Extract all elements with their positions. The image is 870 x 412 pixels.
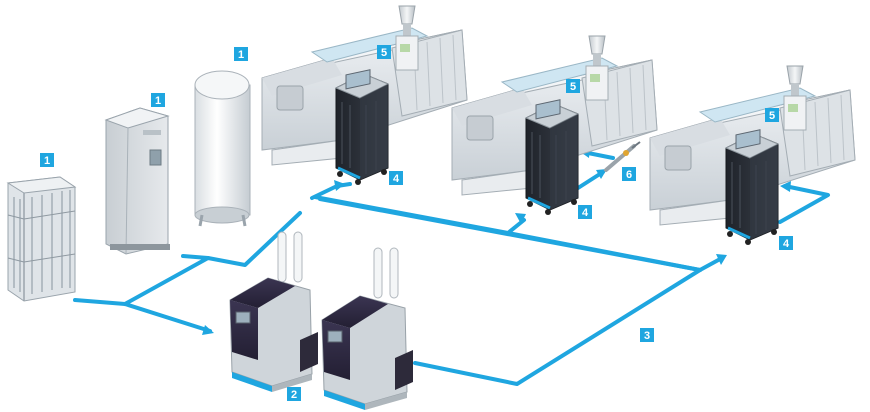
pipe-supply-main bbox=[73, 298, 212, 333]
svg-text:3: 3 bbox=[644, 330, 650, 342]
badge-gas-generator-cabinet: 1 bbox=[151, 93, 165, 107]
control-panel-icon bbox=[149, 149, 162, 166]
svg-text:1: 1 bbox=[238, 49, 244, 61]
booster-screen-icon bbox=[327, 330, 343, 343]
pipe-supply-branch bbox=[123, 211, 302, 306]
badge-dosing-unit-left: 4 bbox=[389, 171, 403, 185]
badge-distribution-line: 3 bbox=[640, 328, 654, 342]
gas-generator-cabinet bbox=[104, 107, 170, 255]
booster-unit-right bbox=[321, 247, 413, 410]
dosing-unit-middle bbox=[524, 99, 580, 215]
arrow-head-right-return bbox=[780, 181, 791, 192]
injector-nozzle bbox=[604, 141, 641, 172]
badge-dosing-unit-right: 4 bbox=[779, 236, 793, 250]
svg-text:1: 1 bbox=[155, 95, 161, 107]
svg-text:4: 4 bbox=[393, 173, 400, 185]
arrow-head-booster bbox=[202, 325, 214, 335]
svg-text:2: 2 bbox=[291, 389, 297, 401]
svg-text:4: 4 bbox=[582, 207, 589, 219]
svg-text:5: 5 bbox=[570, 81, 576, 93]
badge-dosing-unit-middle: 4 bbox=[578, 205, 592, 219]
badge-gas-storage-tank: 1 bbox=[234, 47, 248, 61]
arrow-head-middle-unit bbox=[515, 213, 526, 224]
pipe-upper-loop-2 bbox=[318, 197, 702, 272]
dosing-unit-right bbox=[724, 129, 780, 245]
hopper-icon bbox=[398, 5, 416, 25]
hopper-icon bbox=[786, 65, 804, 85]
badge-booster-units: 2 bbox=[287, 387, 301, 401]
touchscreen-icon bbox=[345, 69, 371, 90]
arrow-head-right-unit bbox=[716, 254, 727, 265]
arrow-head-left-unit bbox=[334, 180, 345, 191]
badge-machine-middle: 5 bbox=[566, 79, 580, 93]
touchscreen-icon bbox=[535, 99, 561, 120]
svg-text:1: 1 bbox=[44, 155, 50, 167]
svg-text:5: 5 bbox=[769, 110, 775, 122]
touchscreen-icon bbox=[735, 129, 761, 150]
arrow-head-injector-a bbox=[596, 169, 607, 179]
distribution-pipes bbox=[73, 147, 830, 386]
booster-screen-icon bbox=[235, 311, 251, 324]
hopper-icon bbox=[588, 35, 606, 55]
pipe-right-return bbox=[778, 184, 830, 224]
gas-storage-tank bbox=[194, 70, 251, 227]
dosing-unit-left bbox=[334, 69, 390, 185]
svg-text:6: 6 bbox=[626, 169, 632, 181]
badge-injector-nozzle: 6 bbox=[622, 167, 636, 181]
badge-machine-left: 5 bbox=[377, 45, 391, 59]
badge-gas-cylinder-bundle: 1 bbox=[40, 153, 54, 167]
badge-machine-right: 5 bbox=[765, 108, 779, 122]
svg-text:5: 5 bbox=[381, 47, 387, 59]
pipe-generator-branch bbox=[181, 254, 210, 260]
booster-unit-left bbox=[229, 231, 318, 392]
gas-cylinder-bundle bbox=[6, 176, 77, 302]
pipe-distribution-main bbox=[413, 256, 724, 386]
svg-text:4: 4 bbox=[783, 238, 790, 250]
